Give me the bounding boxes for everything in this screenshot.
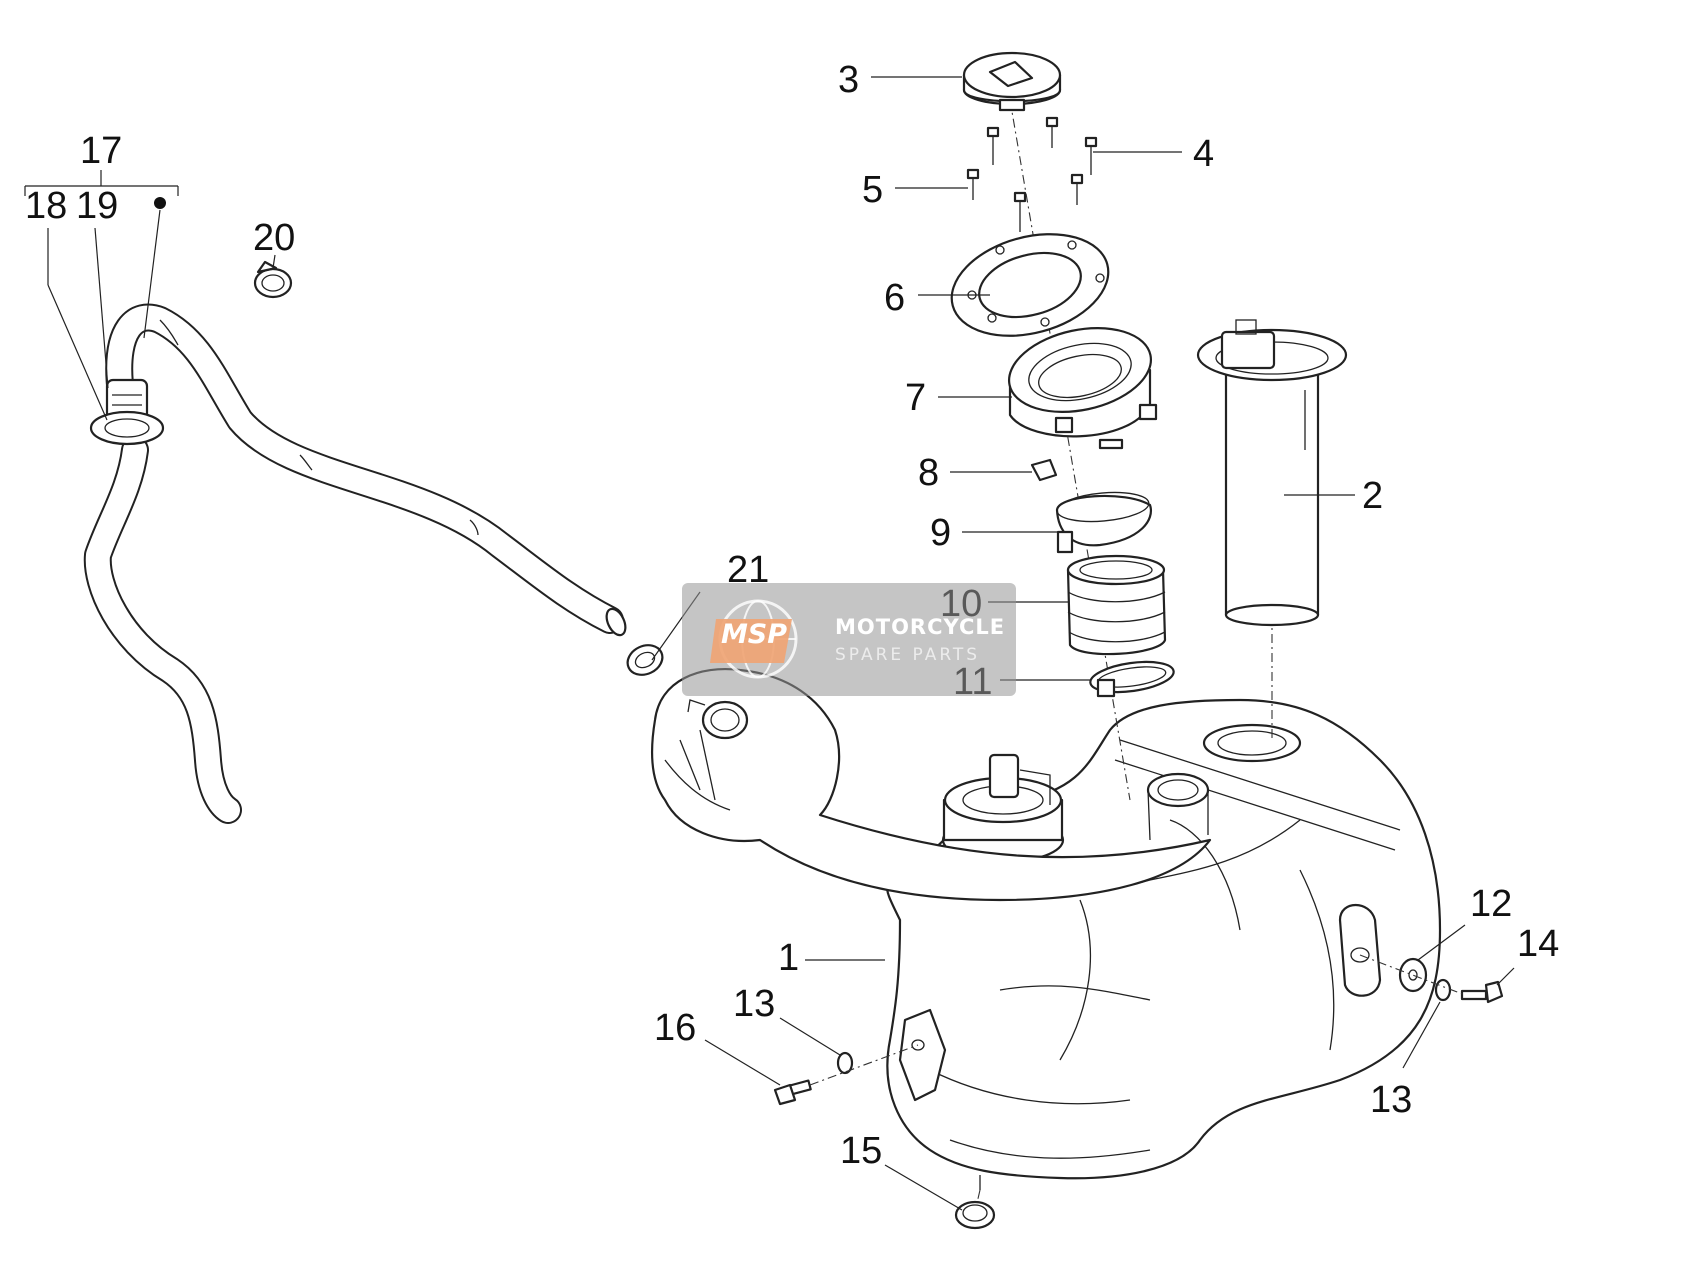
flange-ring-6-icon xyxy=(950,233,1110,337)
vent-hose-assembly xyxy=(83,303,627,824)
fuel-cap-3-icon xyxy=(962,51,1062,112)
watermark-logo: MSP xyxy=(710,597,798,681)
label-9: 9 xyxy=(930,512,951,554)
bolt-14-icon xyxy=(1460,980,1504,1004)
hose-clamp-21-icon xyxy=(626,644,664,676)
label-17: 17 xyxy=(80,130,122,172)
watermark-banner: MSP MOTORCYCLE SPARE PARTS xyxy=(682,583,1016,696)
screws-4-5-icon xyxy=(966,116,1098,232)
label-12: 12 xyxy=(1470,883,1512,925)
label-1: 1 xyxy=(778,937,799,979)
valve-collar-icon xyxy=(89,410,165,446)
clip-8-icon xyxy=(1030,458,1058,482)
leader-lines xyxy=(24,76,1515,1211)
label-7: 7 xyxy=(905,377,926,419)
label-6: 6 xyxy=(884,277,905,319)
clamp-11-icon xyxy=(1089,660,1175,698)
part-labels: 1 2 3 4 5 6 7 8 9 10 11 12 13 13 14 15 1… xyxy=(25,59,1559,1172)
label-15: 15 xyxy=(840,1130,882,1172)
label-13a: 13 xyxy=(733,983,775,1025)
label-16: 16 xyxy=(654,1007,696,1049)
clamp-9-icon xyxy=(1055,491,1152,554)
label-4: 4 xyxy=(1193,133,1214,175)
label-20: 20 xyxy=(253,217,295,259)
drain-plug-15-icon xyxy=(954,1200,996,1230)
hose-end-icon xyxy=(605,607,627,637)
label-14: 14 xyxy=(1517,923,1559,965)
sleeve-10-icon xyxy=(1066,554,1167,656)
washer-13a-icon xyxy=(836,1051,854,1075)
filler-overflow-bowl xyxy=(650,668,1212,902)
watermark-logo-text: MSP xyxy=(720,619,788,650)
hose-clamp-20-icon xyxy=(253,260,293,299)
watermark-subtitle: SPARE PARTS xyxy=(835,645,981,665)
label-2: 2 xyxy=(1362,475,1383,517)
label-19: 19 xyxy=(76,185,118,227)
label-13b: 13 xyxy=(1370,1079,1412,1121)
label-8: 8 xyxy=(918,452,939,494)
fuel-level-sender-2-icon xyxy=(1196,319,1348,627)
filler-housing-7-icon xyxy=(1007,327,1158,450)
label-5: 5 xyxy=(862,169,883,211)
bullet-dot-icon xyxy=(154,197,166,209)
globe-icon xyxy=(710,599,798,679)
fuel-tank-body xyxy=(885,698,1442,1190)
grommet-12-icon xyxy=(1398,957,1428,993)
label-18: 18 xyxy=(25,185,67,227)
label-3: 3 xyxy=(838,59,859,101)
bolt-16-icon xyxy=(773,1079,812,1106)
washer-13b-icon xyxy=(1434,978,1452,1002)
watermark-title: MOTORCYCLE xyxy=(835,615,1006,639)
